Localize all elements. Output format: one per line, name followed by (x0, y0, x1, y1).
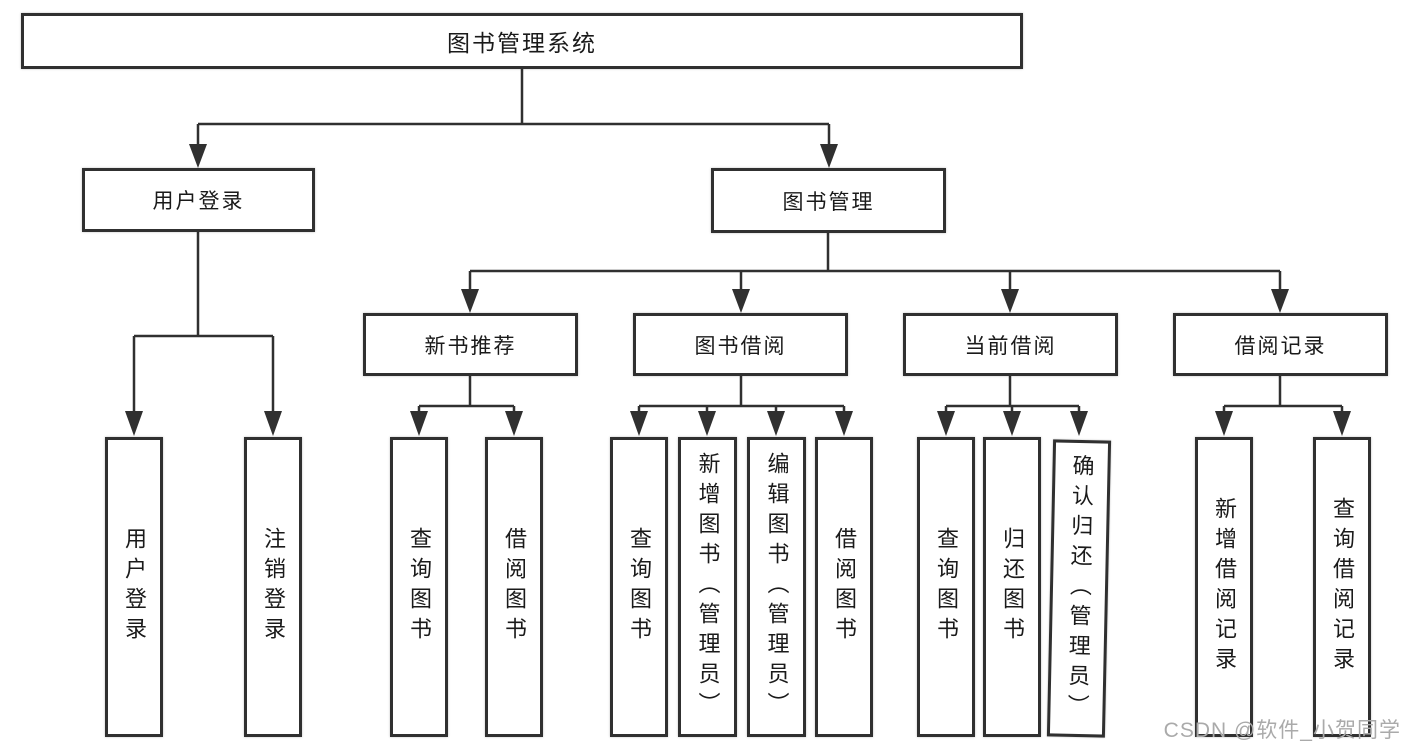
node-label: 图书管理 (782, 190, 875, 214)
node-user-login: 用户登录 (82, 168, 315, 232)
node-label: 当前借阅 (964, 334, 1057, 358)
leaf-query-borrow-record: 查询借阅记录 (1313, 437, 1371, 737)
leaf-add-borrow-record: 新增借阅记录 (1195, 437, 1253, 737)
leaf-label: 借阅图书 (832, 527, 857, 647)
node-label: 用户登录 (152, 190, 245, 213)
leaf-logout: 注销登录 (244, 437, 302, 737)
node-label: 图书借阅 (694, 334, 787, 358)
leaf-label: 新增借阅记录 (1212, 497, 1237, 677)
node-label: 借阅记录 (1234, 334, 1327, 358)
leaf-label: 查询借阅记录 (1330, 497, 1355, 677)
leaf-newbook-borrow-books: 借阅图书 (485, 437, 543, 737)
leaf-newbook-query-books: 查询图书 (390, 437, 448, 737)
node-library-management-system: 图书管理系统 (21, 13, 1023, 69)
leaf-add-books-admin: 新增图书（管理员） (678, 437, 737, 737)
leaf-label: 新增图书（管理员） (695, 452, 721, 722)
leaf-current-query-books: 查询图书 (917, 437, 975, 737)
leaf-edit-books-admin: 编辑图书（管理员） (747, 437, 806, 737)
leaf-return-books: 归还图书 (983, 437, 1041, 737)
leaf-label: 编辑图书（管理员） (764, 452, 790, 722)
node-label: 图书管理系统 (447, 30, 597, 56)
leaf-label: 查询图书 (934, 527, 959, 647)
leaf-confirm-return-admin: 确认归还（管理员） (1046, 439, 1112, 738)
leaf-label: 注销登录 (261, 527, 286, 647)
node-current-borrowing: 当前借阅 (903, 313, 1118, 376)
leaf-label: 用户登录 (122, 527, 147, 647)
leaf-borrow-query-books: 查询图书 (610, 437, 668, 737)
node-new-book-recommendation: 新书推荐 (363, 313, 578, 376)
node-borrowing-records: 借阅记录 (1173, 313, 1388, 376)
leaf-label: 归还图书 (1000, 527, 1025, 647)
node-label: 新书推荐 (424, 334, 517, 358)
node-book-management: 图书管理 (711, 168, 946, 233)
node-book-borrowing: 图书借阅 (633, 313, 848, 376)
leaf-label: 借阅图书 (502, 527, 527, 647)
leaf-label: 确认归还（管理员） (1064, 453, 1095, 724)
leaf-user-login: 用户登录 (105, 437, 163, 737)
csdn-watermark: CSDN @软件_小贺同学 (1163, 719, 1401, 742)
leaf-label: 查询图书 (627, 527, 652, 647)
leaf-label: 查询图书 (407, 527, 432, 647)
leaf-borrow-books: 借阅图书 (815, 437, 873, 737)
